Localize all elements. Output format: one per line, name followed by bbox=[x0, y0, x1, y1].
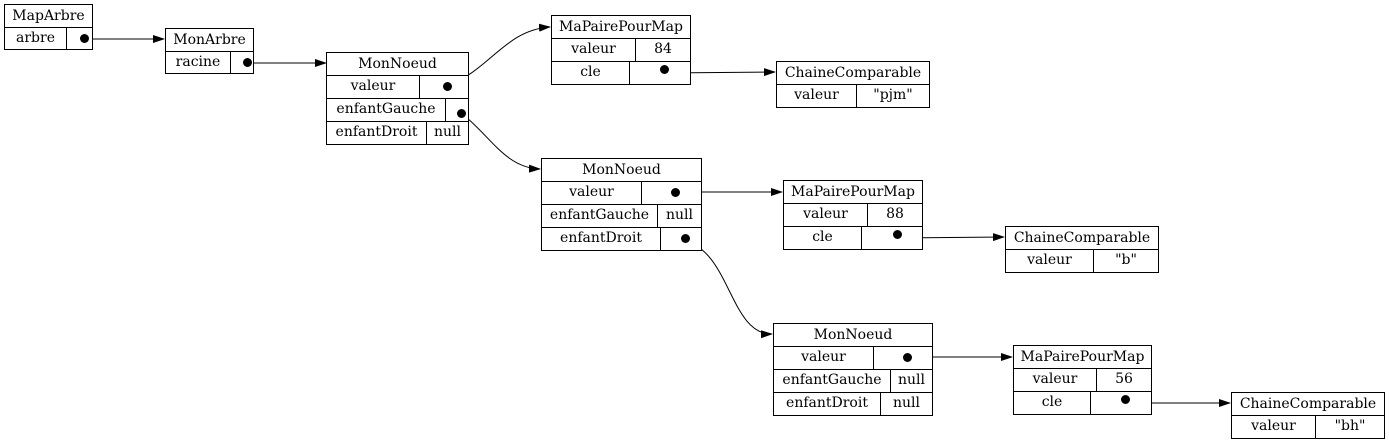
field-pointer bbox=[66, 28, 92, 50]
field-row-enfantdroit: enfantDroit bbox=[542, 227, 701, 250]
field-pointer bbox=[873, 347, 932, 369]
node-mapairepourmap-3: MaPairePourMap valeur 56 cle bbox=[1013, 345, 1152, 415]
field-row-enfantgauche: enfantGauche null bbox=[774, 369, 932, 392]
field-row-enfantgauche: enfantGauche null bbox=[542, 204, 701, 227]
field-row-cle: cle bbox=[552, 61, 690, 84]
field-row-valeur: valeur 56 bbox=[1014, 368, 1151, 391]
field-row-valeur: valeur bbox=[327, 75, 468, 98]
field-name: valeur bbox=[571, 41, 616, 57]
node-monarbre: MonArbre racine bbox=[165, 28, 254, 74]
field-name: valeur bbox=[1032, 371, 1078, 387]
field-pointer bbox=[861, 227, 922, 249]
field-row-valeur: valeur 84 bbox=[552, 38, 690, 61]
pointer-dot bbox=[243, 58, 252, 67]
node-title: MaPairePourMap bbox=[791, 184, 915, 200]
field-name: valeur bbox=[1251, 418, 1296, 434]
field-row-valeur: valeur 88 bbox=[784, 203, 922, 226]
pointer-dot bbox=[893, 230, 902, 239]
field-value: null bbox=[657, 205, 701, 227]
field-name: enfantDroit bbox=[786, 395, 868, 411]
field-name: valeur bbox=[803, 206, 848, 222]
node-title: ChaineComparable bbox=[1239, 396, 1377, 412]
field-name: valeur bbox=[350, 78, 396, 94]
pointer-dot bbox=[443, 82, 452, 91]
field-name: cle bbox=[1041, 394, 1063, 410]
node-title: MonArbre bbox=[173, 32, 246, 48]
edge-noeud2-enfantdroit-to-noeud3 bbox=[683, 240, 773, 339]
field-name: enfantDroit bbox=[335, 124, 418, 140]
field-pointer bbox=[1090, 392, 1151, 414]
pointer-dot bbox=[1121, 395, 1130, 404]
node-monnoeud-1: MonNoeud valeur enfantGauche enfantDroit… bbox=[326, 52, 469, 145]
field-pointer bbox=[629, 62, 690, 84]
field-row-cle: cle bbox=[1014, 391, 1151, 414]
field-value: "b" bbox=[1093, 250, 1158, 272]
field-row-cle: cle bbox=[784, 226, 922, 249]
pointer-dot bbox=[903, 353, 912, 362]
field-name: valeur bbox=[794, 87, 839, 103]
field-name: valeur bbox=[1027, 252, 1072, 268]
field-value: null bbox=[890, 370, 932, 392]
field-row-racine: racine bbox=[166, 51, 253, 74]
field-name: enfantGauche bbox=[782, 372, 882, 388]
field-name: enfantGauche bbox=[549, 207, 650, 223]
field-value: 84 bbox=[635, 39, 690, 61]
node-monnoeud-2: MonNoeud valeur enfantGauche null enfant… bbox=[541, 158, 702, 251]
node-maparbre: MapArbre arbre bbox=[4, 4, 93, 50]
field-value: "bh" bbox=[1315, 416, 1384, 438]
node-chainecomparable-1: ChaineComparable valeur "pjm" bbox=[776, 61, 930, 108]
node-title: MonNoeud bbox=[813, 327, 893, 343]
field-name: cle bbox=[812, 229, 833, 245]
edge-noeud1-enfantgauche-to-noeud2 bbox=[460, 112, 541, 173]
field-name: cle bbox=[580, 64, 601, 80]
node-title: MonNoeud bbox=[358, 56, 437, 72]
field-pointer bbox=[445, 99, 468, 121]
field-value: null bbox=[426, 122, 468, 144]
field-value: "pjm" bbox=[856, 85, 929, 107]
node-chainecomparable-2: ChaineComparable valeur "b" bbox=[1005, 226, 1159, 273]
field-row-valeur: valeur bbox=[774, 346, 932, 369]
pointer-dot bbox=[681, 234, 690, 243]
field-pointer bbox=[660, 228, 701, 250]
field-row-valeur: valeur "b" bbox=[1006, 249, 1158, 272]
field-row-enfantdroit: enfantDroit null bbox=[774, 392, 932, 415]
field-name: arbre bbox=[16, 30, 55, 46]
field-row-valeur: valeur "bh" bbox=[1232, 415, 1384, 438]
node-title: MaPairePourMap bbox=[1020, 349, 1145, 365]
node-title: ChaineComparable bbox=[1013, 230, 1151, 246]
field-value: null bbox=[880, 393, 932, 415]
field-pointer bbox=[641, 182, 701, 204]
node-title: MonNoeud bbox=[582, 162, 661, 178]
node-title: MapArbre bbox=[12, 8, 85, 24]
field-name: valeur bbox=[801, 349, 846, 365]
node-title: ChaineComparable bbox=[784, 65, 922, 81]
field-pointer bbox=[230, 52, 253, 74]
pointer-dot bbox=[457, 109, 466, 118]
node-chainecomparable-3: ChaineComparable valeur "bh" bbox=[1231, 392, 1385, 439]
node-monnoeud-3: MonNoeud valeur enfantGauche null enfant… bbox=[773, 323, 933, 416]
node-mapairepourmap-1: MaPairePourMap valeur 84 cle bbox=[551, 15, 691, 85]
field-row-enfantdroit: enfantDroit null bbox=[327, 121, 468, 144]
field-row-enfantgauche: enfantGauche bbox=[327, 98, 468, 121]
field-row-arbre: arbre bbox=[5, 27, 92, 50]
pointer-dot bbox=[671, 188, 680, 197]
field-name: enfantGauche bbox=[336, 101, 436, 117]
node-mapairepourmap-2: MaPairePourMap valeur 88 cle bbox=[783, 180, 923, 250]
pointer-dot bbox=[660, 65, 669, 74]
field-value: 88 bbox=[867, 204, 922, 226]
field-name: valeur bbox=[569, 184, 614, 200]
field-pointer bbox=[419, 76, 468, 98]
field-name: enfantDroit bbox=[560, 230, 642, 246]
field-row-valeur: valeur "pjm" bbox=[777, 84, 929, 107]
field-value: 56 bbox=[1096, 369, 1151, 391]
pointer-dot bbox=[80, 34, 89, 43]
node-title: MaPairePourMap bbox=[559, 19, 683, 35]
field-name: racine bbox=[175, 54, 221, 70]
field-row-valeur: valeur bbox=[542, 181, 701, 204]
